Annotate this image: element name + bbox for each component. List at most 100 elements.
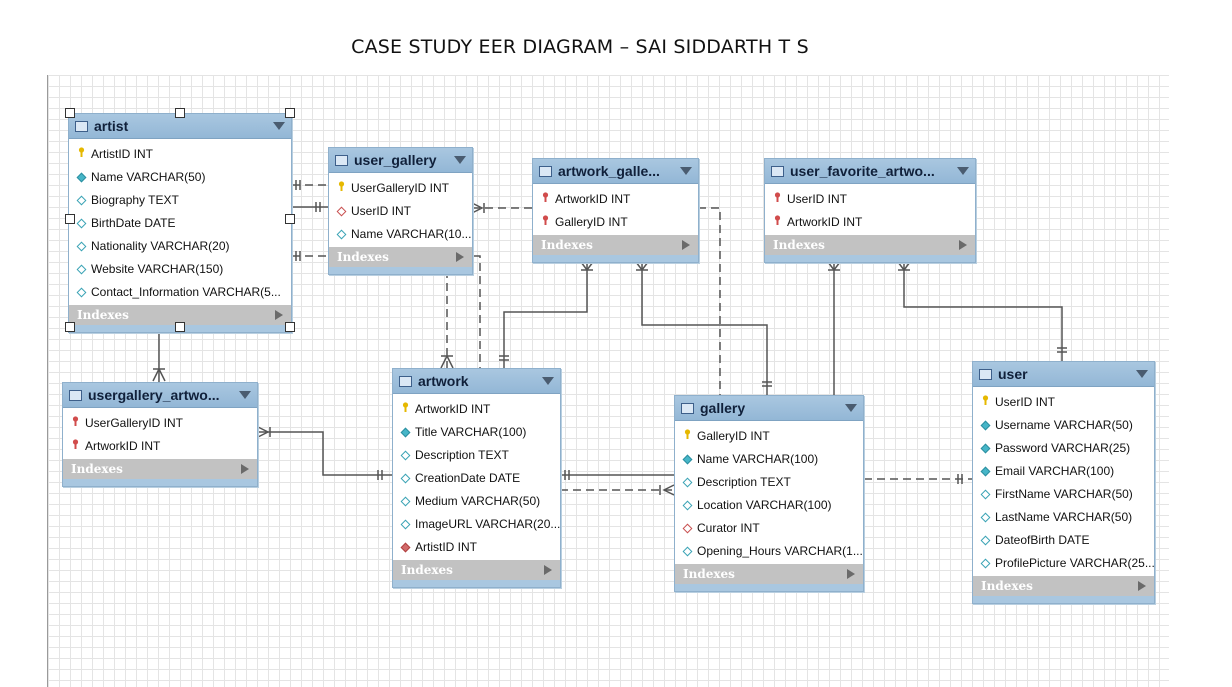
primary-key-icon <box>337 180 346 195</box>
column-label: Curator INT <box>697 520 760 535</box>
column-row[interactable]: GalleryID INT <box>533 210 698 233</box>
collapse-arrow-icon[interactable] <box>957 167 969 175</box>
column-row[interactable]: ArtistID INT <box>69 142 291 165</box>
expand-icon[interactable] <box>847 569 855 579</box>
expand-icon[interactable] <box>241 464 249 474</box>
column-row[interactable]: ArtistID INT <box>393 535 560 558</box>
column-row[interactable]: Biography TEXT <box>69 188 291 211</box>
column-row[interactable]: Email VARCHAR(100) <box>973 459 1154 482</box>
expand-icon[interactable] <box>456 252 464 262</box>
column-row[interactable]: ArtworkID INT <box>63 434 257 457</box>
indexes-section[interactable]: Indexes <box>973 576 1154 596</box>
primary-key-icon <box>683 428 692 443</box>
column-row[interactable]: Nationality VARCHAR(20) <box>69 234 291 257</box>
column-row[interactable]: Description TEXT <box>393 443 560 466</box>
collapse-arrow-icon[interactable] <box>273 122 285 130</box>
column-row[interactable]: Opening_Hours VARCHAR(1... <box>675 539 863 562</box>
column-row[interactable]: UserID INT <box>329 199 472 222</box>
collapse-arrow-icon[interactable] <box>239 391 251 399</box>
indexes-section[interactable]: Indexes <box>533 235 698 255</box>
column-row[interactable]: LastName VARCHAR(50) <box>973 505 1154 528</box>
selection-handle[interactable] <box>285 214 295 224</box>
collapse-arrow-icon[interactable] <box>454 156 466 164</box>
column-label: Email VARCHAR(100) <box>995 463 1115 478</box>
column-label: UserGalleryID INT <box>351 180 450 195</box>
column-row[interactable]: Name VARCHAR(10... <box>329 222 472 245</box>
column-row[interactable]: Location VARCHAR(100) <box>675 493 863 516</box>
rel-artworkgallery-gallery-dashed <box>698 207 721 396</box>
column-row[interactable]: ProfilePicture VARCHAR(25... <box>973 551 1154 574</box>
expand-icon[interactable] <box>544 565 552 575</box>
column-row[interactable]: UserID INT <box>973 390 1154 413</box>
column-label: Title VARCHAR(100) <box>415 424 527 439</box>
column-row[interactable]: DateofBirth DATE <box>973 528 1154 551</box>
column-row[interactable]: Website VARCHAR(150) <box>69 257 291 280</box>
table-name: user <box>998 366 1028 382</box>
column-row[interactable]: ImageURL VARCHAR(20... <box>393 512 560 535</box>
selection-handle[interactable] <box>175 322 185 332</box>
column-row[interactable]: GalleryID INT <box>675 424 863 447</box>
indexes-section[interactable]: Indexes <box>69 305 291 325</box>
foreign-primary-key-icon <box>773 191 782 206</box>
column-row[interactable]: ArtworkID INT <box>533 187 698 210</box>
indexes-section[interactable]: Indexes <box>393 560 560 580</box>
collapse-arrow-icon[interactable] <box>845 404 857 412</box>
collapse-arrow-icon[interactable] <box>542 377 554 385</box>
selection-handle[interactable] <box>285 108 295 118</box>
indexes-section[interactable]: Indexes <box>329 247 472 267</box>
column-row[interactable]: Name VARCHAR(50) <box>69 165 291 188</box>
column-row[interactable]: Curator INT <box>675 516 863 539</box>
collapse-arrow-icon[interactable] <box>680 167 692 175</box>
column-icon <box>682 498 693 512</box>
collapse-arrow-icon[interactable] <box>1136 370 1148 378</box>
column-row[interactable]: FirstName VARCHAR(50) <box>973 482 1154 505</box>
selection-handle[interactable] <box>65 322 75 332</box>
indexes-section[interactable]: Indexes <box>675 564 863 584</box>
column-row[interactable]: Name VARCHAR(100) <box>675 447 863 470</box>
table-icon <box>75 120 88 132</box>
selection-handle[interactable] <box>65 108 75 118</box>
indexes-section[interactable]: Indexes <box>765 235 975 255</box>
column-label: GalleryID INT <box>697 428 770 443</box>
column-row[interactable]: Contact_Information VARCHAR(5... <box>69 280 291 303</box>
column-row[interactable]: Title VARCHAR(100) <box>393 420 560 443</box>
expand-icon[interactable] <box>275 310 283 320</box>
column-row[interactable]: BirthDate DATE <box>69 211 291 234</box>
column-row[interactable]: UserGalleryID INT <box>329 176 472 199</box>
table-user[interactable]: user UserID INT Username VARCHAR(50)Passw… <box>972 361 1155 604</box>
column-row[interactable]: UserGalleryID INT <box>63 411 257 434</box>
expand-icon[interactable] <box>959 240 967 250</box>
column-row[interactable]: Password VARCHAR(25) <box>973 436 1154 459</box>
expand-icon[interactable] <box>1138 581 1146 591</box>
column-list: UserID INT ArtworkID INT <box>765 184 975 235</box>
column-label: UserID INT <box>995 394 1055 409</box>
column-row[interactable]: Medium VARCHAR(50) <box>393 489 560 512</box>
column-label: Name VARCHAR(100) <box>697 451 819 466</box>
column-row[interactable]: Username VARCHAR(50) <box>973 413 1154 436</box>
column-row[interactable]: ArtworkID INT <box>765 210 975 233</box>
column-row[interactable]: Description TEXT <box>675 470 863 493</box>
rel-ugartwork-artwork <box>258 431 392 476</box>
column-label: CreationDate DATE <box>415 470 521 485</box>
column-row[interactable]: ArtworkID INT <box>393 397 560 420</box>
selection-handle[interactable] <box>65 214 75 224</box>
indexes-section[interactable]: Indexes <box>63 459 257 479</box>
column-label: UserID INT <box>787 191 847 206</box>
column-row[interactable]: UserID INT <box>765 187 975 210</box>
expand-icon[interactable] <box>682 240 690 250</box>
column-row[interactable]: CreationDate DATE <box>393 466 560 489</box>
not-null-column-icon <box>980 464 991 478</box>
column-label: ArtworkID INT <box>787 214 863 229</box>
selection-handle[interactable] <box>285 322 295 332</box>
column-icon <box>682 475 693 489</box>
selection-handle[interactable] <box>175 108 185 118</box>
